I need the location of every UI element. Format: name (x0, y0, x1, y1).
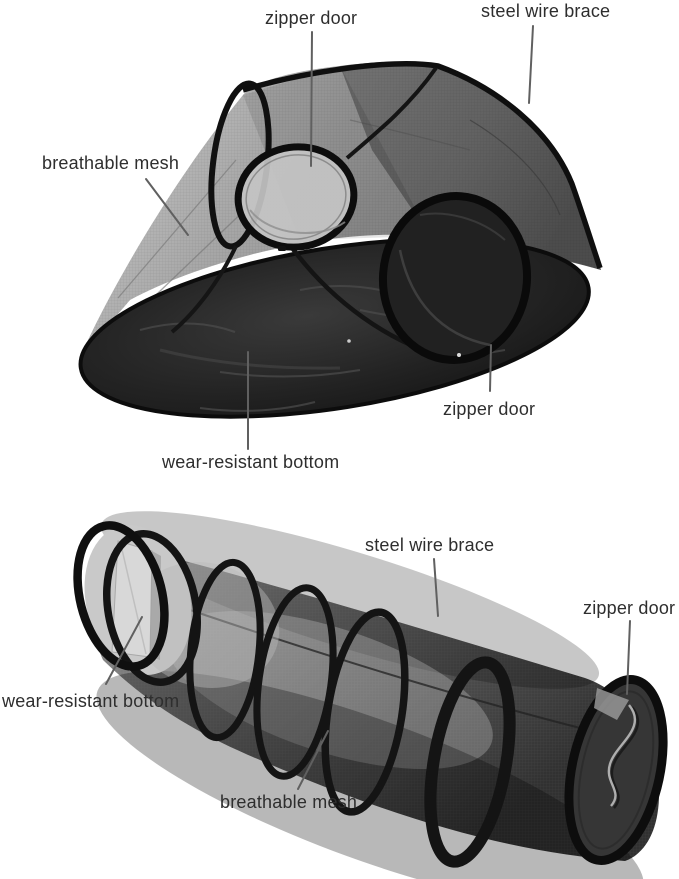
tent-front-door-zipper-pull (278, 246, 286, 251)
leader-lines (105, 25, 631, 790)
label-wear-resistant-bottom-bottom: wear-resistant bottom (2, 691, 180, 711)
tent-front-zipper-door (234, 143, 358, 251)
tunnel-opening-rim (73, 521, 169, 671)
tent-speck-1 (457, 353, 461, 357)
tunnel-top-shade (100, 511, 600, 689)
tunnel-wire-hoops (103, 529, 516, 868)
tent-illustration (78, 61, 603, 419)
tent-front-door-floor-line (249, 209, 346, 234)
leader-steel-wire-brace-bottom (433, 558, 439, 617)
label-steel-wire-brace-top: steel wire brace (481, 1, 611, 21)
leader-zipper-door-top (310, 31, 313, 167)
leader-breathable-mesh-bottom (297, 730, 329, 790)
tent-cross-wire-upper (345, 66, 438, 160)
label-zipper-door-bottom: zipper door (583, 598, 676, 618)
label-breathable-mesh-bottom: breathable mesh (220, 792, 358, 812)
tent-base-texture (139, 285, 506, 412)
tunnel-zipper-door-end (564, 675, 668, 865)
label-zipper-door-top: zipper door (265, 8, 358, 28)
tent-speck-2 (347, 339, 351, 343)
tunnel-panel-crease (120, 544, 147, 655)
leader-zipper-door-side (489, 344, 492, 392)
tunnel-end-light-patch (594, 688, 629, 720)
tent-side-zipper-door (378, 192, 532, 364)
leader-steel-wire-brace-top (528, 25, 534, 104)
tunnel-zipper-seam (607, 704, 637, 807)
tent-left-wire-tail (170, 245, 238, 334)
label-zipper-door-side: zipper door (443, 399, 536, 419)
label-wear-resistant-bottom-top: wear-resistant bottom (162, 452, 340, 472)
label-breathable-mesh-top: breathable mesh (42, 153, 180, 173)
tunnel-seam-line (154, 597, 589, 731)
tent-mesh-shadow-right (340, 61, 601, 270)
label-steel-wire-brace-bottom: steel wire brace (365, 535, 495, 555)
tent-side-door-sheen-2 (419, 212, 506, 241)
tent-side-door-sheen (398, 249, 491, 347)
leader-breathable-mesh-top (145, 178, 189, 236)
tunnel-interior-glow (130, 562, 280, 688)
tunnel-zipper-seam-shadow (610, 706, 640, 809)
leader-zipper-door-bottom (626, 620, 631, 695)
leader-wear-resistant-bottom-bottom (105, 616, 143, 685)
tunnel-illustration (73, 511, 668, 879)
tent-ridge-wire (242, 61, 603, 269)
